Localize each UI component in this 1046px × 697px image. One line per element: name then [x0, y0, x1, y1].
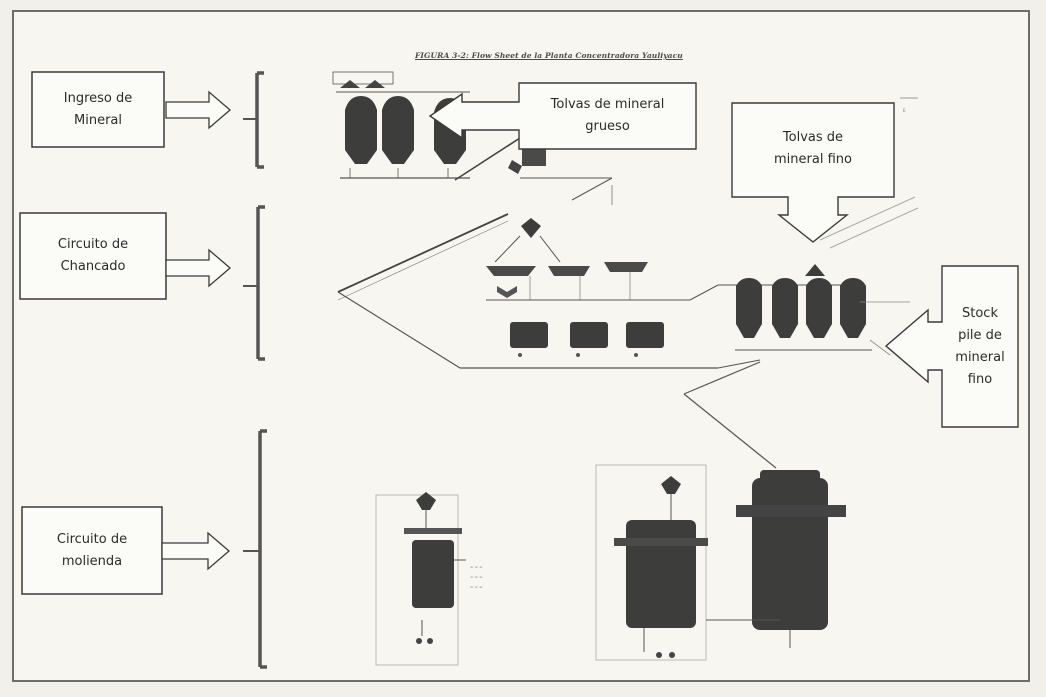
callout-label-stockpile: Stock pile de mineral fino	[942, 272, 1018, 422]
svg-text:= = =: = = =	[470, 584, 483, 589]
callout-label-fine-hoppers: Tolvas de mineral fino	[732, 108, 894, 190]
callout-line: fino	[967, 372, 993, 387]
fine-hopper	[840, 278, 866, 338]
callout-line: mineral fino	[774, 152, 852, 167]
crushing-section	[337, 213, 850, 369]
stage-label-line: Chancado	[60, 259, 126, 274]
crusher-unit	[570, 322, 608, 348]
ball-mill-large	[752, 478, 828, 630]
svg-text:E: E	[903, 108, 906, 113]
stage-label-chancado: Circuito de Chancado	[20, 213, 166, 299]
fine-ore-hoppers	[735, 264, 872, 351]
callout-coarse-hoppers	[428, 82, 697, 150]
svg-text:= = =: = = =	[470, 564, 483, 569]
stage-label-line: Ingreso de	[63, 90, 133, 106]
callout-line: Tolvas de	[782, 130, 844, 145]
callout-stockpile	[884, 265, 1019, 428]
stage-label-molienda: Circuito de molienda	[22, 507, 162, 594]
stage-box-ingreso	[31, 71, 165, 148]
stage-box-chancado	[19, 212, 167, 300]
svg-text:= = =: = = =	[470, 574, 483, 579]
callout-fine-hoppers	[731, 102, 895, 243]
stage-label-line: Circuito de	[57, 237, 129, 252]
grinding-section: = = = = = = = = =	[375, 464, 846, 666]
callout-line: grueso	[585, 119, 630, 134]
callout-line: pile de	[958, 328, 1002, 343]
fine-hopper	[772, 278, 798, 338]
fine-hopper	[806, 278, 832, 338]
stage-arrow-molienda	[161, 531, 230, 571]
stage-bracket-molienda	[243, 429, 267, 669]
ball-mill-small	[412, 540, 454, 608]
stage-label-ingreso: Ingreso de Mineral	[32, 72, 164, 147]
coarse-hopper	[345, 96, 377, 164]
stage-box-molienda	[21, 506, 163, 595]
stage-bracket-chancado	[243, 205, 265, 361]
feed-conveyor-to-grinding	[683, 301, 910, 469]
crusher-unit	[510, 322, 548, 348]
stage-label-line: Mineral	[74, 112, 122, 128]
stage-arrow-chancado	[165, 248, 231, 288]
callout-line: Stock	[962, 306, 998, 321]
fine-hopper	[736, 278, 762, 338]
figure-title: FIGURA 3-2: Flow Sheet de la Planta Conc…	[415, 51, 683, 60]
ball-mill-medium	[626, 520, 696, 628]
coarse-hopper	[382, 96, 414, 164]
stage-arrow-ingreso	[165, 90, 231, 130]
stage-bracket-ingreso	[243, 71, 264, 169]
stage-label-line: molienda	[61, 553, 123, 569]
stage-label-line: Circuito de	[56, 531, 128, 547]
coarse-ore-section: E	[332, 71, 919, 249]
crusher-unit	[626, 322, 664, 348]
callout-line: mineral	[955, 350, 1005, 365]
callout-line: Tolvas de mineral	[550, 97, 665, 112]
callout-label-coarse-hoppers: Tolvas de mineral grueso	[519, 83, 696, 149]
